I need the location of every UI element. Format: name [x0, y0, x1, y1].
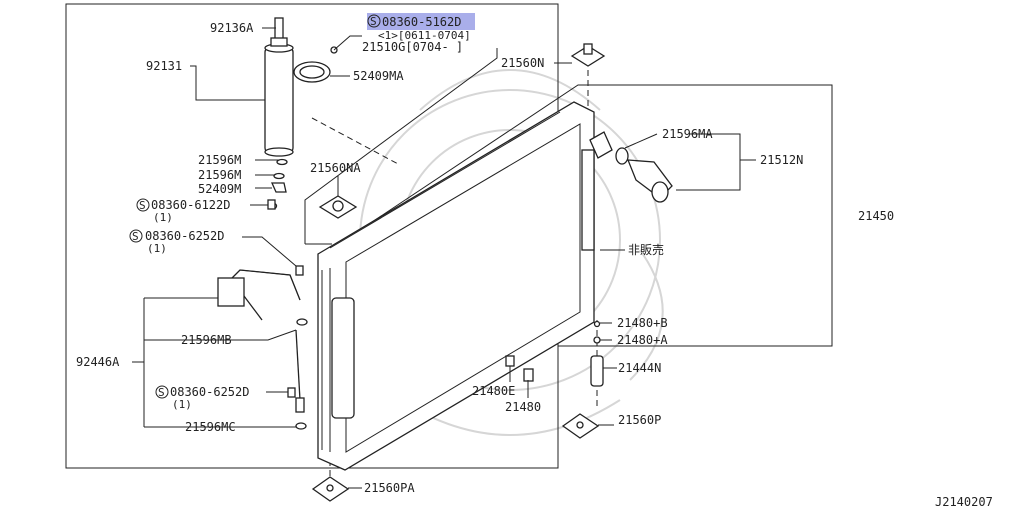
label-not-for-sale: 非販売 — [628, 242, 664, 257]
svg-text:S: S — [158, 386, 165, 399]
label-bolt-6252d-a-qty: (1) — [147, 242, 167, 255]
circled-s-icon: S S S S — [129, 14, 381, 399]
label-21560pa[interactable]: 21560PA — [364, 481, 415, 495]
label-21560p[interactable]: 21560P — [618, 413, 661, 427]
label-21596ma[interactable]: 21596MA — [662, 127, 713, 141]
label-21510g[interactable]: 21510G[0704- ] — [362, 40, 463, 54]
label-21596mb[interactable]: 21596MB — [181, 333, 232, 347]
label-21444n[interactable]: 21444N — [618, 361, 661, 375]
label-92131[interactable]: 92131 — [146, 59, 182, 73]
part-labels: 92136A 92131 08360-5162D <1>[0611-0704] … — [76, 15, 993, 509]
leader-lines — [132, 27, 756, 489]
svg-text:S: S — [139, 199, 146, 212]
selected-part-highlight — [367, 13, 475, 30]
ac-pipe-assembly — [217, 269, 308, 430]
label-bolt-6252d-b-qty: (1) — [172, 398, 192, 411]
svg-text:S: S — [370, 15, 377, 28]
label-52409ma[interactable]: 52409MA — [353, 69, 404, 83]
label-21480b[interactable]: 21480+B — [617, 316, 668, 330]
svg-text:S: S — [132, 230, 139, 243]
radiator-core — [317, 101, 595, 471]
label-21560n[interactable]: 21560N — [501, 56, 544, 70]
label-92136a[interactable]: 92136A — [210, 21, 254, 35]
label-21480[interactable]: 21480 — [505, 400, 541, 414]
top-mount-insulator — [570, 43, 606, 67]
label-21596mc[interactable]: 21596MC — [185, 420, 236, 434]
bracket-clamp — [293, 46, 338, 83]
label-bolt-6122d-qty: (1) — [153, 211, 173, 224]
receiver-drier-tank — [264, 17, 294, 157]
label-bolt-6252d-b[interactable]: 08360-6252D — [170, 385, 249, 399]
label-92446a[interactable]: 92446A — [76, 355, 120, 369]
label-21596m-a[interactable]: 21596M — [198, 153, 241, 167]
dashed-guide-1 — [311, 117, 401, 166]
upper-hose-neck — [589, 131, 673, 203]
label-bolt-5162d[interactable]: 08360-5162D — [382, 15, 461, 29]
label-bolt-6122d[interactable]: 08360-6122D — [151, 198, 230, 212]
label-21560na[interactable]: 21560NA — [310, 161, 361, 175]
label-52409m[interactable]: 52409M — [198, 182, 241, 196]
label-21450[interactable]: 21450 — [858, 209, 894, 223]
group-outline-21450 — [305, 84, 833, 347]
diagram-code: J2140207 — [935, 495, 993, 509]
label-21512n[interactable]: 21512N — [760, 153, 803, 167]
small-fittings — [270, 158, 288, 210]
label-bolt-6252d-a[interactable]: 08360-6252D — [145, 229, 224, 243]
label-21480e[interactable]: 21480E — [472, 384, 515, 398]
drain-plug — [590, 320, 604, 387]
lower-mount-pa — [311, 476, 350, 502]
label-21596m-b[interactable]: 21596M — [198, 168, 241, 182]
mount-insulator-na — [318, 195, 358, 219]
lower-mount-p — [561, 413, 600, 439]
outer-frame — [65, 3, 559, 469]
group-outline-upper — [304, 48, 498, 244]
label-bolt-5162d-qty: <1>[0611-0704] — [378, 29, 471, 42]
label-21480a[interactable]: 21480+A — [617, 333, 668, 347]
